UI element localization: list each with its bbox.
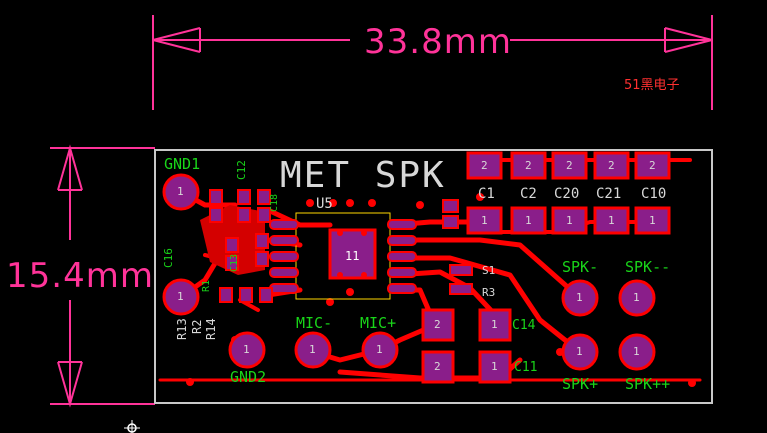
label-spk-minus: SPK- bbox=[562, 258, 599, 276]
pad-number: 1 bbox=[243, 343, 250, 356]
label-c18: C18 bbox=[269, 193, 280, 212]
board-title: MET SPK bbox=[280, 155, 446, 196]
through-hole-pads bbox=[162, 173, 656, 371]
width-dimension bbox=[152, 15, 713, 110]
label-c2: C2 bbox=[520, 186, 537, 202]
label-s1: S1 bbox=[482, 264, 496, 277]
pad-number: 1 bbox=[177, 185, 184, 198]
pad-number: 1 bbox=[566, 214, 573, 227]
pad-number: 1 bbox=[491, 360, 498, 373]
pad-number: 2 bbox=[608, 159, 615, 172]
label-c20: C20 bbox=[554, 186, 580, 202]
height-dimension bbox=[50, 144, 155, 408]
label-c12: C12 bbox=[235, 160, 248, 180]
cursor-crosshair-icon bbox=[124, 420, 140, 433]
ic-u5-pins bbox=[269, 219, 417, 294]
pad-number: 1 bbox=[576, 345, 583, 358]
label-r14: R14 bbox=[204, 318, 218, 340]
capacitor-pads-bottom bbox=[421, 308, 512, 384]
label-c21: C21 bbox=[596, 186, 622, 202]
label-spk-plus-plus: SPK++ bbox=[625, 375, 671, 393]
pad-number: 1 bbox=[576, 291, 583, 304]
small-smd-pads bbox=[209, 189, 473, 303]
label-spk-minus-minus: SPK-- bbox=[625, 258, 671, 276]
pad-number: 2 bbox=[434, 318, 441, 331]
watermark-note: 51黑电子 bbox=[624, 78, 680, 93]
label-r13: R13 bbox=[175, 318, 189, 340]
pad-number: 1 bbox=[608, 214, 615, 227]
label-c16: C16 bbox=[162, 248, 175, 268]
label-c11: C11 bbox=[514, 360, 538, 375]
height-dimension-label: 15.4mm bbox=[6, 256, 154, 296]
pad-number: 1 bbox=[481, 214, 488, 227]
label-gnd1: GND1 bbox=[164, 155, 201, 173]
capacitor-pads-top bbox=[466, 151, 671, 235]
label-c1: C1 bbox=[478, 186, 495, 202]
pad-number: 2 bbox=[566, 159, 573, 172]
pad-number: 1 bbox=[525, 214, 532, 227]
pad-number: 1 bbox=[633, 291, 640, 304]
pad-number: 1 bbox=[633, 345, 640, 358]
label-r2: R2 bbox=[190, 319, 204, 334]
label-mic-plus: MIC+ bbox=[360, 314, 397, 332]
ic-u5-thermal-vias bbox=[337, 230, 367, 278]
pad-number: 1 bbox=[649, 214, 656, 227]
label-gnd2: GND2 bbox=[230, 368, 267, 386]
pad-number: 1 bbox=[376, 343, 383, 356]
pad-number: 2 bbox=[649, 159, 656, 172]
ic-u5-thermal-pad bbox=[328, 228, 377, 280]
label-c14: C14 bbox=[512, 318, 536, 333]
pad-number: 2 bbox=[525, 159, 532, 172]
width-dimension-label: 33.8mm bbox=[364, 22, 512, 62]
pad-number: 2 bbox=[481, 159, 488, 172]
pad-number: 1 bbox=[309, 343, 316, 356]
label-c13: C13 bbox=[229, 253, 240, 272]
label-c10: C10 bbox=[641, 186, 667, 202]
label-r3: R3 bbox=[482, 286, 496, 299]
label-mic-minus: MIC- bbox=[296, 314, 333, 332]
ic-designator: U5 bbox=[316, 196, 333, 212]
pad-number: 1 bbox=[491, 318, 498, 331]
label-spk-plus: SPK+ bbox=[562, 375, 599, 393]
pad-number: 1 bbox=[177, 290, 184, 303]
ic-pin-label: 11 bbox=[345, 249, 360, 263]
pad-number: 2 bbox=[434, 360, 441, 373]
label-r1: R1 bbox=[201, 279, 212, 292]
